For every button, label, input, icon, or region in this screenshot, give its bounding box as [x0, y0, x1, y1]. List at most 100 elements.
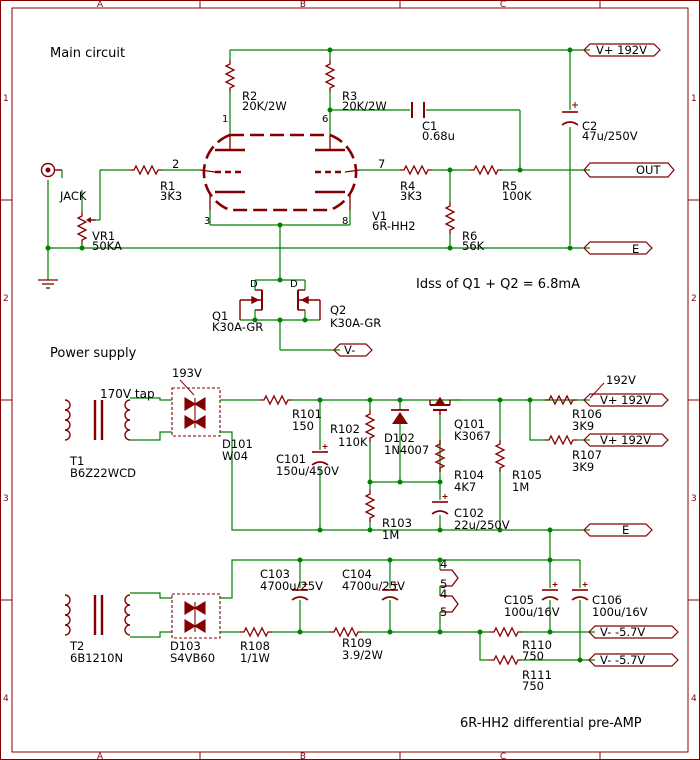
port-out: OUT: [583, 162, 675, 178]
label-r1: R1: [160, 179, 175, 193]
label-r5: R5: [502, 179, 517, 193]
label-t1-value: B6Z22WCD: [70, 466, 136, 480]
q2-jfet: [297, 289, 321, 320]
r103-resistor: [365, 489, 375, 523]
label-r108-value: 1/1W: [240, 651, 270, 665]
label-d103-value: S4VB60: [170, 651, 215, 665]
label-r2-value: 20K/2W: [242, 99, 287, 113]
label-170v-tap: 170V tap: [100, 387, 155, 401]
label-q2-value: K30A-GR: [330, 316, 381, 330]
border-col-c-bottom: C: [500, 752, 506, 760]
c2-capacitor: [561, 102, 579, 126]
vr1-potentiometer: [77, 211, 96, 245]
label-q2: Q2: [330, 303, 346, 317]
v1-tube: [202, 133, 358, 212]
label-t1: T1: [69, 454, 84, 468]
label-q1-value: K30A-GR: [212, 320, 263, 334]
label-r6-value: 56K: [462, 239, 485, 253]
label-vr1: VR1: [92, 229, 115, 243]
port-vplus-r106-label: V+ 192V: [600, 393, 651, 407]
label-r105: R105: [512, 468, 542, 482]
label-q101: Q101: [454, 417, 485, 431]
border-row-1-left: 1: [3, 94, 9, 104]
port-vminus-label: V-: [344, 343, 355, 357]
label-connector-4a: 4: [440, 557, 447, 571]
label-jack: JACK: [59, 189, 87, 203]
label-q1: Q1: [212, 309, 228, 323]
label-c103: C103: [260, 567, 290, 581]
label-c104: C104: [342, 567, 372, 581]
voltage-annotations: [179, 379, 605, 399]
border-row-3-left: 3: [3, 494, 9, 504]
r110-resistor: [489, 627, 523, 637]
label-connector-5b: 5: [440, 605, 447, 619]
border-col-b-bottom: B: [300, 752, 306, 760]
label-q101-value: K3067: [454, 429, 491, 443]
label-r111-value: 750: [522, 679, 544, 693]
r107-resistor: [544, 435, 578, 445]
label-c106-value: 100u/16V: [592, 605, 648, 619]
r1-resistor: [129, 165, 163, 175]
c104-capacitor: [381, 582, 399, 601]
port-out-label: OUT: [636, 163, 661, 177]
border-row-4-left: 4: [3, 694, 9, 704]
junction-dots-power: [297, 397, 583, 663]
label-c105-value: 100u/16V: [504, 605, 560, 619]
r6-resistor: [445, 201, 455, 235]
label-c2-value: 47u/250V: [582, 129, 638, 143]
label-r110: R110: [522, 638, 552, 652]
label-r105-value: 1M: [512, 480, 529, 494]
c102-capacitor: [431, 494, 449, 515]
label-connector-5a: 5: [440, 577, 447, 591]
label-v1: V1: [372, 209, 387, 223]
label-t2-value: 6B1210N: [70, 651, 123, 665]
port-e-power: E: [583, 523, 653, 537]
label-r4-value: 3K3: [400, 189, 422, 203]
label-r5-value: 100K: [502, 189, 532, 203]
label-r102: R102: [330, 422, 360, 436]
label-d101-value: W04: [222, 449, 248, 463]
label-r3-value: 20K/2W: [342, 99, 387, 113]
label-c102: C102: [454, 506, 484, 520]
label-c106: C106: [592, 593, 622, 607]
label-r4: R4: [400, 179, 415, 193]
label-d102-value: 1N4007: [384, 443, 429, 457]
t1-transformer: [64, 399, 131, 441]
border-col-a-bottom: A: [97, 752, 104, 760]
label-r104-value: 4K7: [454, 480, 476, 494]
border-col-a-top: A: [97, 0, 104, 10]
label-r1-value: 3K3: [160, 189, 182, 203]
label-pin2: 2: [172, 157, 179, 171]
label-c1: C1: [422, 119, 437, 133]
label-pin6: 6: [322, 114, 328, 125]
r3-resistor: [325, 59, 335, 93]
label-c101: C101: [276, 452, 306, 466]
label-r107: R107: [572, 448, 602, 462]
r5-resistor: [469, 165, 503, 175]
label-d101: D101: [222, 437, 253, 451]
junction-dots-main: [45, 47, 573, 323]
label-connector-4b: 4: [440, 587, 447, 601]
q101-mosfet: [429, 396, 451, 415]
label-pin3: 3: [204, 216, 210, 227]
label-c104-value: 4700u/25V: [342, 579, 405, 593]
border-col-b-top: B: [300, 0, 306, 10]
border-row-2-left: 2: [3, 294, 9, 304]
d103-bridge: [171, 593, 221, 639]
label-d102: D102: [384, 431, 415, 445]
label-c102-value: 22u/250V: [454, 518, 510, 532]
label-c103-value: 4700u/25V: [260, 579, 323, 593]
c103-capacitor: [291, 582, 309, 601]
label-pin7: 7: [378, 157, 385, 171]
idss-note: Idss of Q1 + Q2 = 6.8mA: [416, 277, 580, 292]
label-r109: R109: [342, 636, 372, 650]
label-r110-value: 750: [522, 649, 544, 663]
r109-resistor: [329, 627, 363, 637]
label-c2: C2: [582, 119, 597, 133]
label-c1-value: 0.68u: [422, 129, 455, 143]
port-e-main: E: [583, 241, 653, 256]
label-pin1: 1: [222, 114, 228, 125]
c1-capacitor: [411, 102, 425, 118]
section-main-title: Main circuit: [50, 46, 125, 61]
